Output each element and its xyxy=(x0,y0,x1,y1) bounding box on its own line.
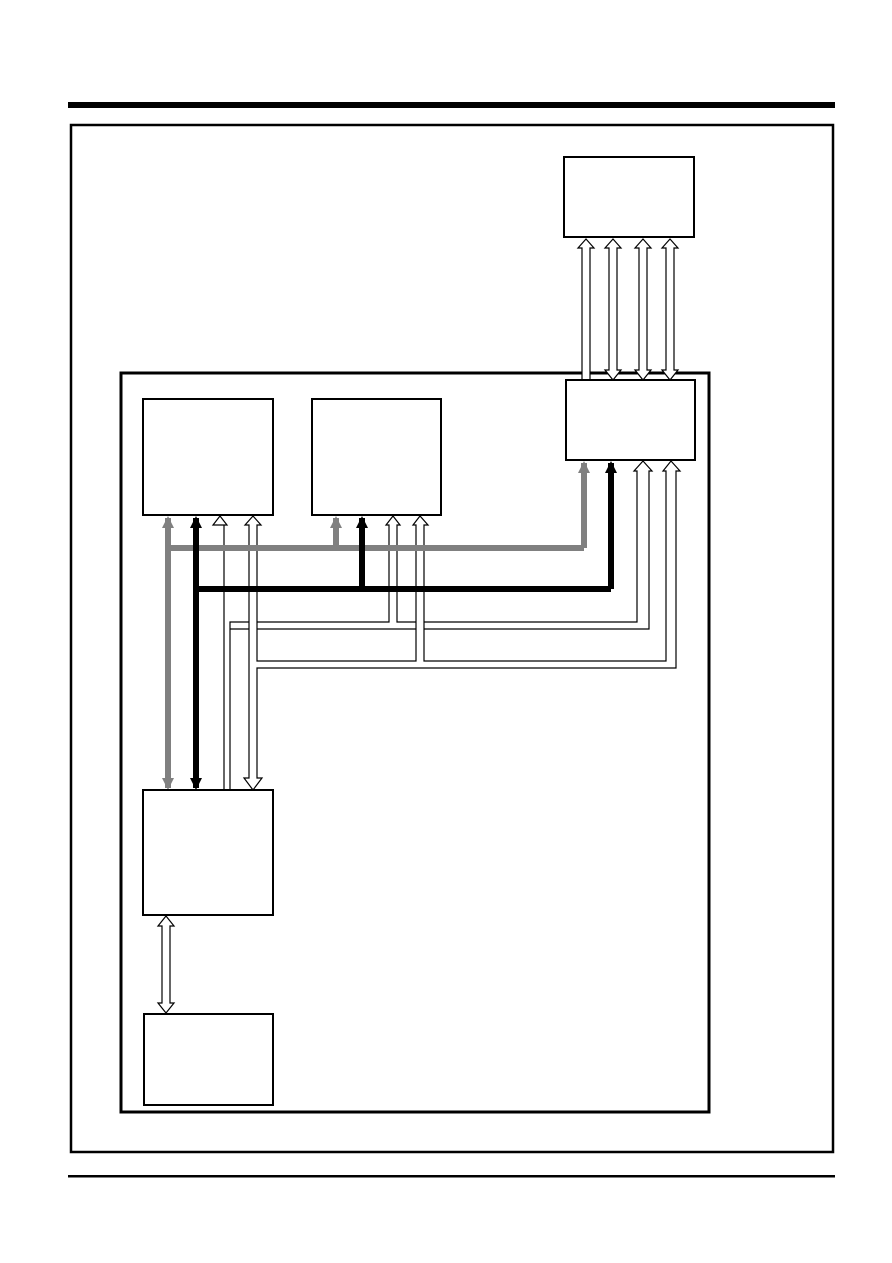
main-block xyxy=(142,789,274,916)
bottom-block xyxy=(143,1013,274,1106)
white-bus-1 xyxy=(211,460,654,791)
interface-block xyxy=(565,379,696,461)
external-line-2 xyxy=(603,238,623,381)
chip-boundary xyxy=(119,371,711,1114)
external-line-1 xyxy=(576,238,596,381)
external-link xyxy=(576,238,680,381)
footer-rule xyxy=(68,1175,835,1178)
external-block xyxy=(563,156,695,238)
black-bus xyxy=(190,461,617,790)
block-a xyxy=(142,398,274,516)
header-rule xyxy=(68,102,835,108)
figure-frame xyxy=(69,123,835,1154)
external-line-3 xyxy=(633,238,653,381)
gray-bus xyxy=(162,461,590,790)
white-bus-2 xyxy=(242,460,682,791)
main-to-bottom-link xyxy=(156,915,176,1014)
external-line-4 xyxy=(660,238,680,381)
block-b xyxy=(311,398,442,516)
